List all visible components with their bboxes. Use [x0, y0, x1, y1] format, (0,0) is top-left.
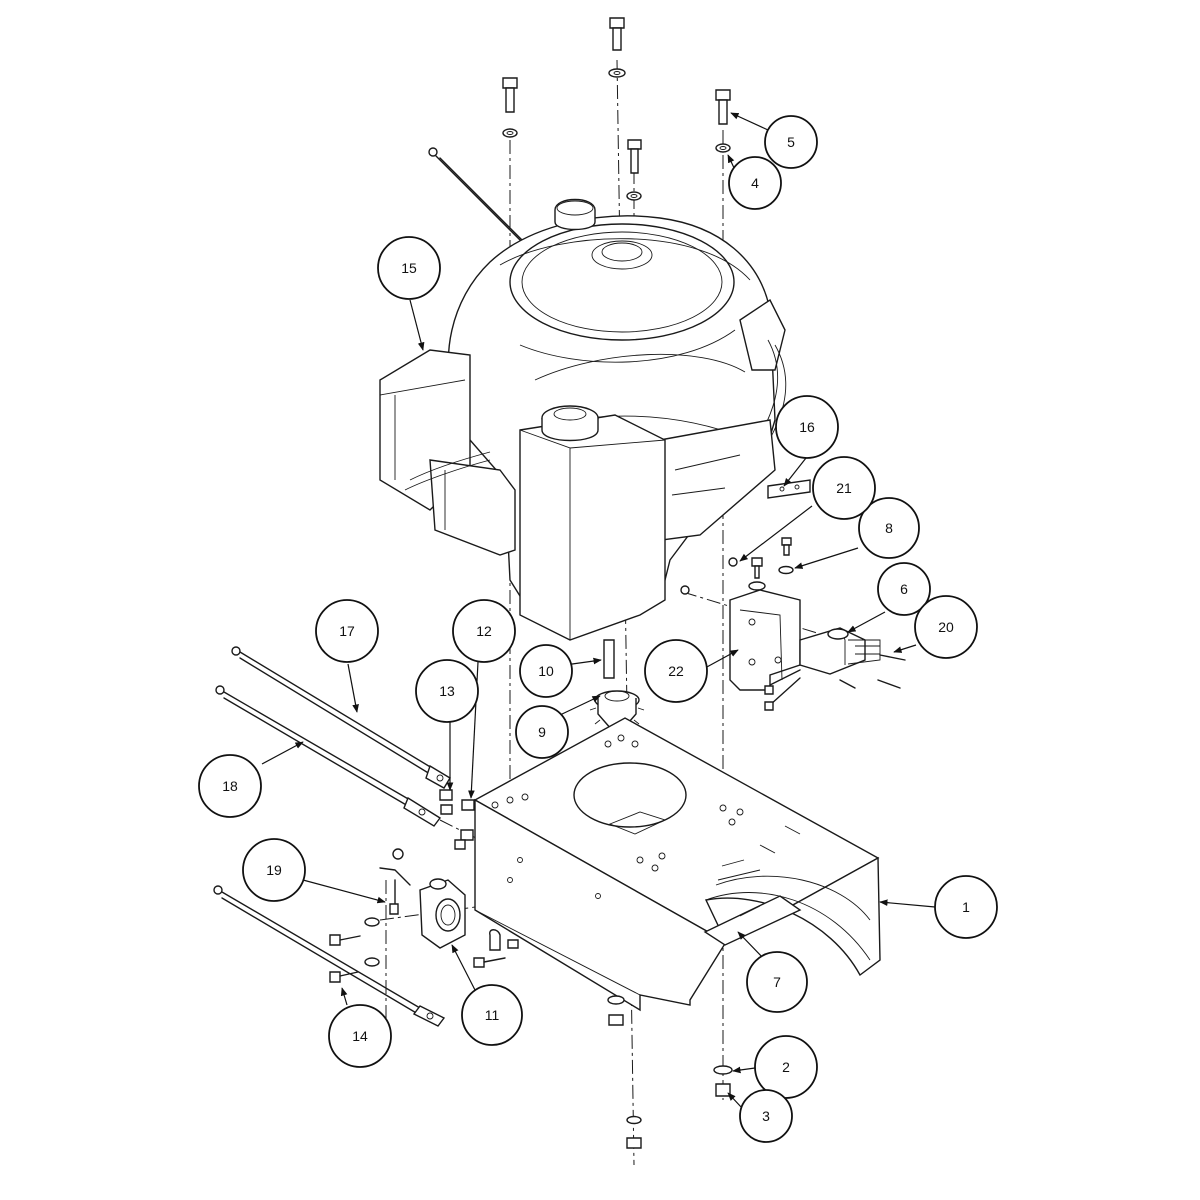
callout-14: 14: [328, 1004, 392, 1068]
callout-6: 6: [877, 562, 931, 616]
callout-19: 19: [242, 838, 306, 902]
callout-1: 1: [934, 875, 998, 939]
callout-21: 21: [812, 456, 876, 520]
callout-label: 11: [485, 1007, 500, 1023]
callout-label: 6: [900, 581, 908, 597]
bracket-and-regulator: [728, 479, 906, 711]
callout-label: 17: [339, 623, 355, 639]
callout-label: 21: [836, 480, 852, 496]
bottom-hardware: [607, 995, 733, 1149]
callout-label: 2: [782, 1059, 790, 1075]
shaft-key-and-sprocket: [589, 639, 645, 731]
callout-15: 15: [377, 236, 441, 300]
callout-3: 3: [739, 1089, 793, 1143]
callout-label: 5: [787, 134, 795, 150]
callout-17: 17: [315, 599, 379, 663]
callout-label: 12: [476, 623, 492, 639]
callout-label: 1: [962, 899, 970, 915]
callout-label: 4: [751, 175, 759, 191]
callout-10: 10: [519, 644, 573, 698]
callout-label: 19: [266, 862, 282, 878]
callout-16: 16: [775, 395, 839, 459]
callout-8: 8: [858, 497, 920, 559]
callout-9: 9: [515, 705, 569, 759]
top-bolts: [502, 17, 731, 201]
callout-label: 13: [439, 683, 455, 699]
callout-label: 16: [799, 419, 815, 435]
base-plate: [473, 717, 881, 1012]
callout-11: 11: [461, 984, 523, 1046]
callout-2: 2: [754, 1035, 818, 1099]
dipstick: [428, 147, 523, 241]
callout-20: 20: [914, 595, 978, 659]
callout-22: 22: [644, 639, 708, 703]
callout-label: 10: [538, 663, 554, 679]
solenoid: [329, 848, 519, 983]
callout-label: 9: [538, 724, 546, 740]
callout-label: 7: [773, 974, 781, 990]
callout-label: 18: [222, 778, 238, 794]
callout-7: 7: [746, 951, 808, 1013]
callout-label: 15: [401, 260, 417, 276]
callout-label: 20: [938, 619, 954, 635]
callout-4: 4: [728, 156, 782, 210]
callout-13: 13: [415, 659, 479, 723]
callout-12: 12: [452, 599, 516, 663]
callout-label: 3: [762, 1108, 770, 1124]
engine: [379, 198, 787, 641]
callout-5: 5: [764, 115, 818, 169]
callout-label: 14: [352, 1028, 368, 1044]
callout-label: 8: [885, 520, 893, 536]
callout-label: 22: [668, 663, 684, 679]
callout-18: 18: [198, 754, 262, 818]
